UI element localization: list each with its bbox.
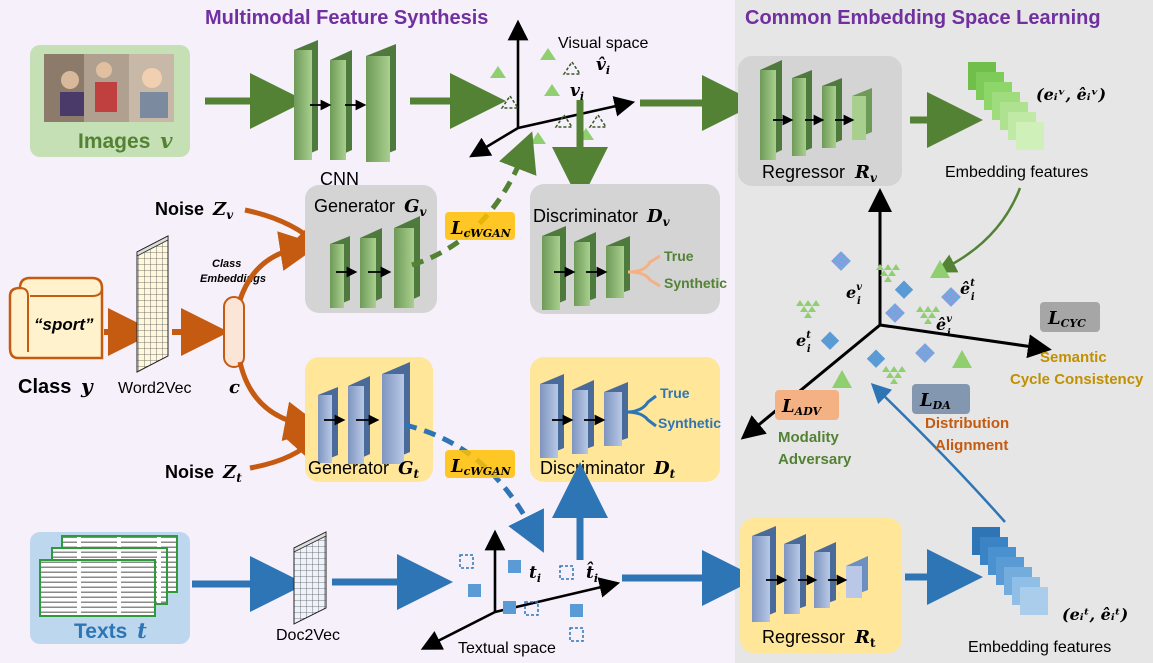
- loss-da: LDA: [912, 384, 970, 414]
- regressor-v: Regressor Rv: [738, 56, 902, 186]
- noise-v-label: Noise: [155, 199, 204, 219]
- t-i-label: t: [529, 563, 537, 583]
- embedding-features-v-label: Embedding features: [945, 164, 1088, 181]
- true-t-label: True: [660, 385, 690, 401]
- synthetic-v-label: Synthetic: [664, 275, 727, 291]
- semantic-label-line1: Semantic: [1040, 349, 1107, 366]
- e-hat-v-label: ê: [936, 315, 946, 334]
- e-v-label: e: [846, 283, 856, 302]
- svg-text:v̂i: v̂i: [596, 55, 610, 77]
- class-label: Class: [18, 376, 71, 398]
- v-hat-i-label: v̂: [596, 55, 607, 75]
- svg-text:LDA: LDA: [919, 390, 951, 412]
- loss-cyc: LCYC: [1040, 302, 1100, 332]
- embedding-t-to-space-arrow: [870, 383, 1006, 523]
- texts-label: Texts: [74, 620, 127, 643]
- svg-text:LcWGAN: LcWGAN: [450, 456, 512, 478]
- distribution-label-line1: Distribution: [925, 415, 1009, 432]
- synthetic-t-label: Synthetic: [658, 415, 721, 431]
- svg-text:vi: vi: [570, 81, 584, 103]
- class-emb-to-gt-arrow: [237, 361, 325, 441]
- generator-t-label: Generator: [308, 458, 389, 478]
- embedding-features-t-label: Embedding features: [968, 639, 1111, 656]
- svg-text:Discriminator Dv: Discriminator Dv: [533, 206, 671, 229]
- regressor-t-label: Regressor: [762, 627, 845, 647]
- texts-input: Texts t: [30, 532, 190, 644]
- textual-space-label: Textual space: [458, 640, 556, 657]
- svg-text:Regressor Rv: Regressor Rv: [762, 162, 878, 185]
- loss-cwgan-t: LcWGAN: [445, 450, 515, 478]
- modality-label-line2: Adversary: [778, 451, 852, 468]
- svg-text:ti: ti: [529, 563, 541, 585]
- svg-text:Generator Gt: Generator Gt: [308, 458, 419, 481]
- svg-text:Class y: Class y: [18, 374, 94, 398]
- svg-text:Regressor Rt: Regressor Rt: [762, 627, 876, 650]
- loss-adv: LADV: [775, 390, 839, 420]
- noise-t-label: Noise: [165, 462, 214, 482]
- cnn-label: CNN: [320, 169, 359, 189]
- svg-text:LADV: LADV: [781, 396, 823, 418]
- images-var: v: [160, 128, 173, 153]
- svg-text:Images v: Images v: [78, 128, 173, 153]
- embedding-features-t: (eᵢᵗ, êᵢᵗ) Embedding features: [968, 527, 1128, 656]
- v-i-label: v: [570, 81, 581, 101]
- images-input: Images v: [30, 45, 190, 157]
- e-hat-t-label: ê: [960, 279, 970, 298]
- right-section-title: Common Embedding Space Learning: [745, 7, 1101, 29]
- class-word: “sport”: [34, 315, 94, 334]
- class-emb-var: c: [229, 377, 240, 398]
- pair-t-label: (eᵢᵗ, êᵢᵗ): [1062, 605, 1128, 624]
- regressor-v-label: Regressor: [762, 162, 845, 182]
- doc2vec-block: Doc2Vec: [276, 531, 340, 644]
- svg-text:LCYC: LCYC: [1047, 308, 1086, 330]
- semantic-label-line2: Cycle Consistency: [1010, 371, 1144, 388]
- discriminator-v: Discriminator Dv True Synthetic: [530, 184, 727, 314]
- generator-t: Generator Gt: [305, 357, 433, 482]
- generator-v-label: Generator: [314, 196, 395, 216]
- t-hat-i-label: t̂: [586, 562, 594, 583]
- svg-text:Texts t: Texts t: [74, 618, 147, 643]
- regressor-t: Regressor Rt: [740, 518, 902, 653]
- svg-text:LcWGAN: LcWGAN: [450, 218, 512, 240]
- svg-text:Noise Zt: Noise Zt: [165, 462, 242, 485]
- visual-space-label: Visual space: [558, 35, 649, 52]
- discriminator-v-label: Discriminator: [533, 206, 638, 226]
- svg-text:Generator Gv: Generator Gv: [314, 196, 427, 219]
- class-emb-label-line2: Embeddings: [200, 273, 266, 285]
- svg-text:êvi: êvi: [936, 314, 952, 339]
- textual-space: ti t̂i Textual space: [420, 529, 621, 657]
- embedding-features-v: (eᵢᵛ, êᵢᵛ) Embedding features: [945, 62, 1106, 181]
- cnn-block: CNN: [294, 40, 396, 189]
- discriminator-t: True Synthetic Discriminator Dt: [530, 357, 721, 482]
- pair-v-label: (eᵢᵛ, êᵢᵛ): [1036, 85, 1106, 104]
- svg-text:t̂i: t̂i: [586, 562, 598, 585]
- modality-label-line1: Modality: [778, 429, 839, 446]
- images-label: Images: [78, 130, 150, 153]
- svg-text:êti: êti: [960, 278, 975, 303]
- word2vec-label: Word2Vec: [118, 380, 192, 397]
- svg-text:eti: eti: [796, 330, 811, 355]
- gv-to-visual-space-arrow: [411, 131, 537, 268]
- svg-text:Noise Zv: Noise Zv: [155, 199, 234, 222]
- word2vec-block: Word2Vec: [118, 235, 192, 397]
- class-emb-label-line1: Class: [212, 258, 241, 270]
- e-t-label: e: [796, 331, 806, 350]
- true-v-label: True: [664, 248, 694, 264]
- class-input: “sport” Class y: [8, 276, 104, 398]
- svg-text:evi: evi: [846, 282, 862, 307]
- loss-cwgan-v: LcWGAN: [445, 212, 515, 240]
- distribution-label-line2: Alignment: [935, 437, 1008, 454]
- svg-text:Discriminator Dt: Discriminator Dt: [540, 458, 676, 481]
- embedding-v-to-space-arrow: [936, 187, 1022, 273]
- discriminator-t-label: Discriminator: [540, 458, 645, 478]
- left-section-title: Multimodal Feature Synthesis: [205, 7, 488, 29]
- generator-v: Generator Gv: [305, 185, 437, 313]
- doc2vec-label: Doc2Vec: [276, 627, 340, 644]
